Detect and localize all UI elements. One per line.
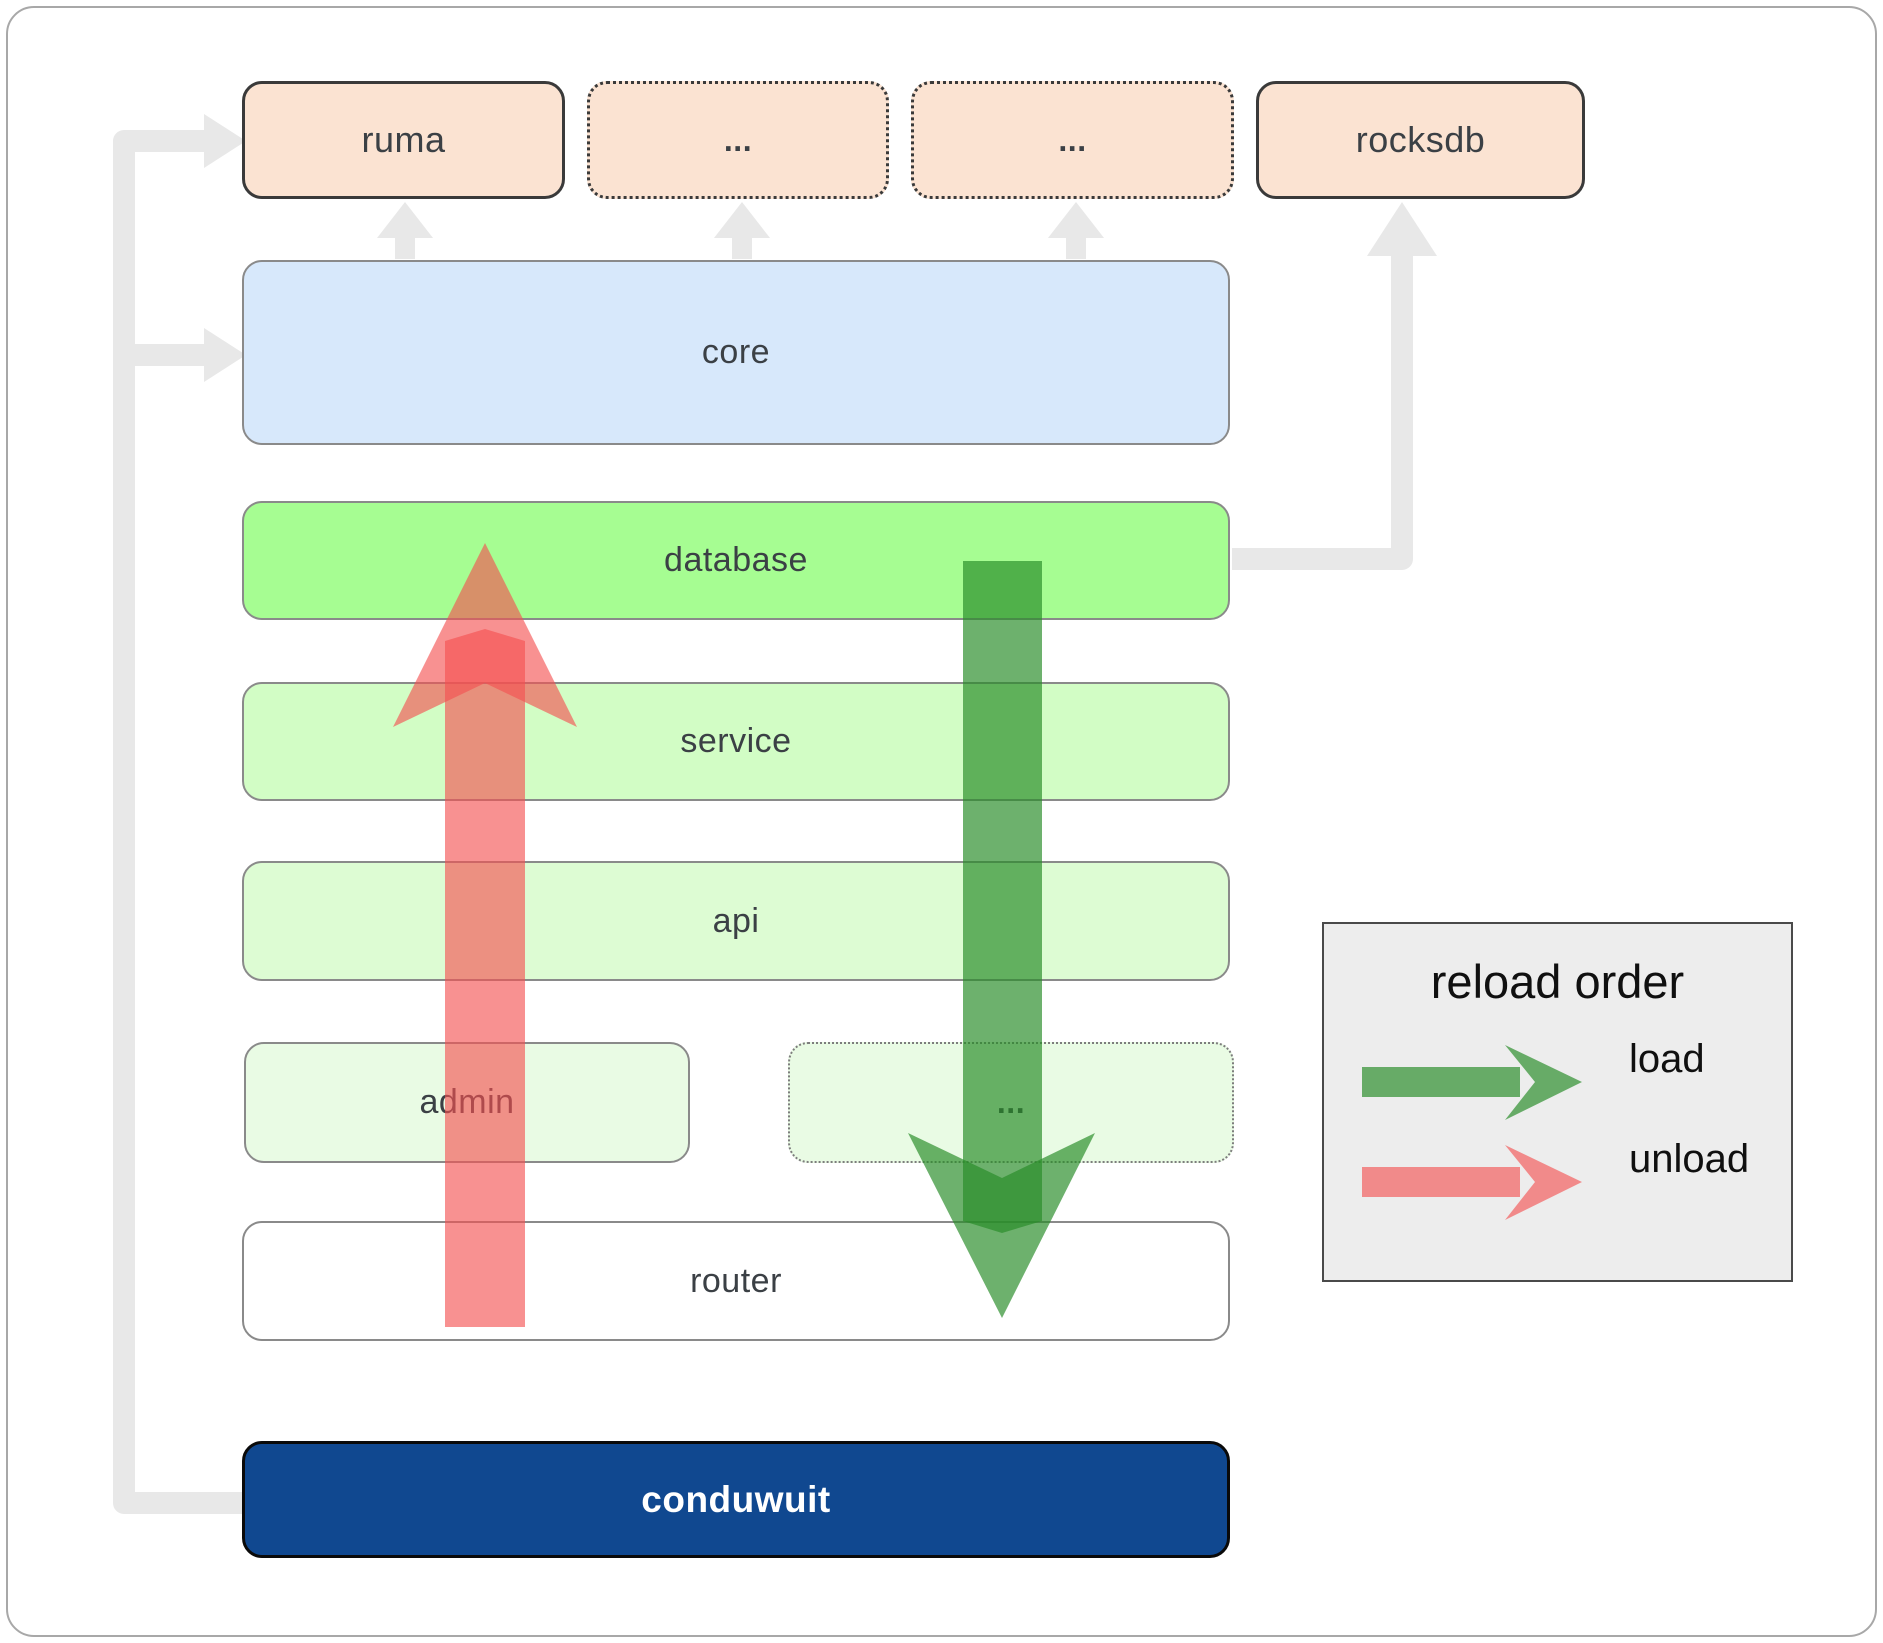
legend-title: reload order bbox=[1430, 955, 1685, 1008]
node-ellipsis-admin: ... bbox=[788, 1042, 1234, 1163]
node-ellipsis-top-2: ... bbox=[911, 81, 1234, 199]
node-admin: admin bbox=[244, 1042, 690, 1163]
legend-label-unload: unload bbox=[1629, 1137, 1750, 1181]
legend-label-load: load bbox=[1629, 1037, 1705, 1081]
node-service: service bbox=[242, 682, 1230, 801]
diagram-outer-frame bbox=[6, 6, 1877, 1637]
node-core: core bbox=[242, 260, 1230, 445]
node-rocksdb: rocksdb bbox=[1256, 81, 1585, 199]
node-ellipsis-top-1: ... bbox=[587, 81, 889, 199]
node-router: router bbox=[242, 1221, 1230, 1341]
node-database: database bbox=[242, 501, 1230, 620]
legend-reload-order: reload order load unload bbox=[1322, 922, 1793, 1282]
node-conduwuit: conduwuit bbox=[242, 1441, 1230, 1558]
node-api: api bbox=[242, 861, 1230, 981]
node-ruma: ruma bbox=[242, 81, 565, 199]
